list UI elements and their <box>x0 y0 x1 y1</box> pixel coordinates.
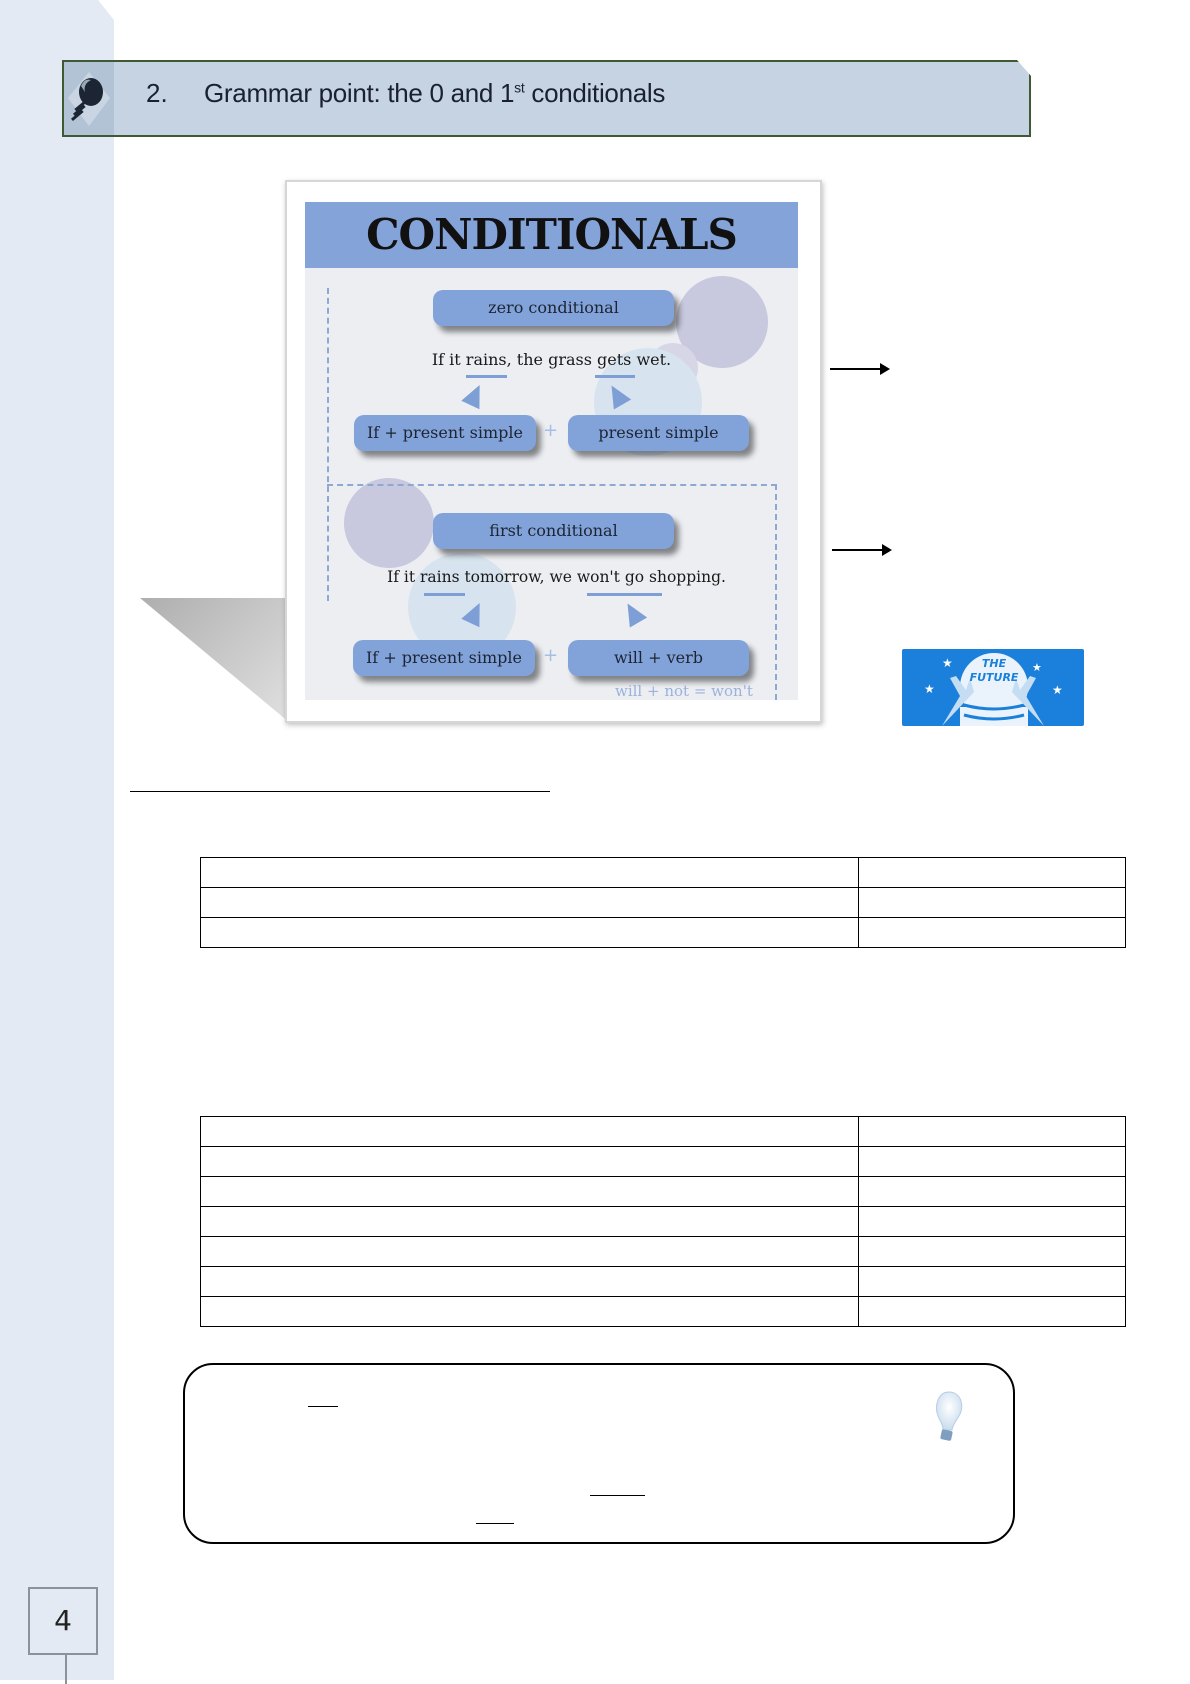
table-row <box>200 917 1126 948</box>
table-row <box>200 1206 1126 1237</box>
underline <box>595 375 635 378</box>
arrow-right-icon <box>832 544 892 556</box>
zero-right-formula: present simple <box>568 415 749 451</box>
answer-table-2 <box>200 1116 1126 1327</box>
first-left-formula: If + present simple <box>353 640 535 676</box>
table-cell[interactable] <box>858 1266 1126 1297</box>
table-cell[interactable] <box>200 1176 859 1207</box>
table-row <box>200 1296 1126 1327</box>
arrow-up-icon <box>618 598 648 628</box>
underline <box>587 593 662 596</box>
arrow-right-icon <box>830 363 890 375</box>
table-cell[interactable] <box>200 1116 859 1147</box>
future-image-text: THE FUTURE <box>969 657 1019 684</box>
underline <box>424 593 465 596</box>
page-number: 4 <box>28 1587 98 1655</box>
table-cell[interactable] <box>200 857 859 888</box>
table-row <box>200 1266 1126 1297</box>
svg-text:★: ★ <box>1052 683 1063 697</box>
image-shadow <box>140 598 290 723</box>
future-crystal-ball-image: ★ ★ ★ ★ THE FUTURE <box>902 649 1084 726</box>
first-right-formula: will + verb <box>568 640 749 676</box>
table-row <box>200 857 1126 888</box>
table-row <box>200 1176 1126 1207</box>
table-cell[interactable] <box>858 1176 1126 1207</box>
decor-circle <box>344 478 434 568</box>
blank-line[interactable] <box>590 1495 645 1496</box>
plus-sign: + <box>543 645 559 666</box>
blank-line[interactable] <box>308 1406 338 1407</box>
zero-conditional-label: zero conditional <box>433 290 674 326</box>
poster-content: CONDITIONALS zero conditional If it rain… <box>305 202 798 700</box>
lightbulb-icon <box>925 1388 969 1454</box>
table-cell[interactable] <box>200 1296 859 1327</box>
table-cell[interactable] <box>858 1296 1126 1327</box>
table-cell[interactable] <box>200 1266 859 1297</box>
crystal-ball-icon: ★ ★ ★ ★ <box>924 653 1063 726</box>
table-cell[interactable] <box>200 1206 859 1237</box>
zero-example: If it rains, the grass gets wet. <box>431 350 672 369</box>
brain-lightbulb-icon <box>64 62 114 135</box>
svg-text:★: ★ <box>924 682 935 696</box>
tip-box <box>183 1363 1015 1544</box>
table-row <box>200 1116 1126 1147</box>
wont-note: will + not = won't <box>615 682 753 700</box>
table-cell[interactable] <box>200 917 859 948</box>
table-row <box>200 887 1126 918</box>
table-row <box>200 1236 1126 1267</box>
table-cell[interactable] <box>858 917 1126 948</box>
first-example: If it rains tomorrow, we won't go shoppi… <box>387 568 726 586</box>
table-cell[interactable] <box>858 857 1126 888</box>
page-number-connector <box>65 1655 67 1684</box>
svg-text:★: ★ <box>942 656 953 670</box>
table-cell[interactable] <box>200 1146 859 1177</box>
dashed-divider <box>775 484 777 700</box>
table-cell[interactable] <box>200 887 859 918</box>
blank-line[interactable] <box>476 1523 514 1524</box>
table-cell[interactable] <box>858 887 1126 918</box>
zero-left-formula: If + present simple <box>354 415 536 451</box>
section-number: 2. <box>146 78 168 108</box>
table-row <box>200 1146 1126 1177</box>
table-cell[interactable] <box>200 1236 859 1267</box>
section-header: 2. Grammar point: the 0 and 1st conditio… <box>62 60 1031 137</box>
svg-text:★: ★ <box>1032 661 1042 674</box>
arrow-up-icon <box>461 380 489 410</box>
dashed-divider <box>327 288 329 601</box>
table-cell[interactable] <box>858 1206 1126 1237</box>
sidebar-margin <box>0 0 114 1680</box>
poster-title: CONDITIONALS <box>366 210 738 259</box>
title-text-end: conditionals <box>524 78 666 108</box>
dashed-divider <box>327 484 777 486</box>
table-cell[interactable] <box>858 1146 1126 1177</box>
underline <box>466 375 507 378</box>
blank-line <box>130 791 550 792</box>
title-text: Grammar point: the 0 and 1 <box>204 78 515 108</box>
section-title: Grammar point: the 0 and 1st conditional… <box>204 78 665 109</box>
conditionals-poster: CONDITIONALS zero conditional If it rain… <box>285 180 822 723</box>
table-cell[interactable] <box>858 1116 1126 1147</box>
plus-sign: + <box>543 420 559 441</box>
answer-table-1 <box>200 857 1126 948</box>
poster-title-band <box>305 202 798 268</box>
title-superscript: st <box>514 79 525 96</box>
table-cell[interactable] <box>858 1236 1126 1267</box>
first-conditional-label: first conditional <box>433 513 674 549</box>
